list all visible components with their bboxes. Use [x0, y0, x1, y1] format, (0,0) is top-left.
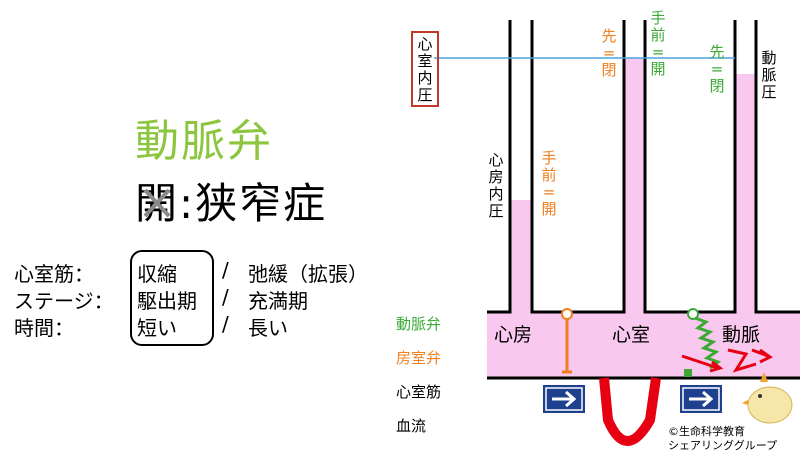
- legend-av-valve: 房室弁: [396, 349, 442, 367]
- page-title: 動脈弁: [135, 116, 273, 167]
- credit-line-2: シェアリンググループ: [668, 439, 778, 452]
- row-label-stage: ステージ：: [14, 289, 114, 313]
- ventricle-muscle: [599, 377, 661, 446]
- cross-mark-icon: [143, 188, 171, 218]
- label-av-closed: 先 = 閉: [601, 27, 617, 79]
- right-arrow-icon: [680, 385, 722, 413]
- row-label-muscle: 心室筋：: [14, 262, 94, 286]
- chick-mascot-icon: [742, 372, 793, 424]
- cell-short: 短い: [137, 316, 177, 340]
- cell-long: 長い: [248, 316, 288, 340]
- credit: ©生命科学教育 シェアリンググループ: [668, 425, 777, 453]
- label-semilunar-closed: 先 = 閉: [709, 43, 725, 95]
- page-subtitle: 開 :狭窄症: [135, 170, 327, 231]
- ventricle-pressure-fill: [624, 58, 645, 312]
- cell-relax: 弛緩（拡張）: [248, 262, 368, 286]
- credit-line-1: ©生命科学教育: [668, 425, 745, 438]
- crossed-char: 開: [135, 170, 179, 231]
- separator: /: [222, 285, 229, 309]
- legend-blood-flow: 血流: [396, 417, 427, 435]
- cell-filling: 充満期: [248, 289, 308, 313]
- right-arrow-icon: [543, 385, 585, 413]
- boxed-column: [130, 250, 214, 346]
- ejection-arrows: [681, 348, 773, 373]
- legend-muscle: 心室筋: [396, 383, 442, 401]
- label-arterial-pressure: 動 脈 圧: [761, 49, 777, 101]
- separator: /: [222, 312, 229, 336]
- arterial-valve: [694, 316, 722, 370]
- label-semilunar-open: 手 前 = 開: [650, 9, 666, 78]
- pressure-label-box: [411, 31, 439, 107]
- separator: /: [222, 258, 229, 282]
- atrial-pressure-fill: [510, 200, 532, 312]
- chamber-ventricle: 心室: [612, 324, 651, 346]
- label-atrial-pressure: 心 房 内 圧: [488, 151, 504, 220]
- chamber-atrium: 心房: [494, 324, 533, 346]
- row-label-time: 時間：: [14, 316, 74, 340]
- label-ventricle-pressure: 心 室 内 圧: [417, 35, 433, 104]
- cell-contract: 収縮: [137, 262, 177, 286]
- subtitle-rest: :狭窄症: [179, 179, 328, 228]
- label-av-open: 手 前 = 開: [541, 149, 557, 218]
- chamber-artery: 動脈: [722, 324, 761, 346]
- cell-ejection: 駆出期: [137, 289, 197, 313]
- legend-arterial-valve: 動脈弁: [396, 315, 442, 333]
- arterial-pressure-fill: [735, 74, 756, 312]
